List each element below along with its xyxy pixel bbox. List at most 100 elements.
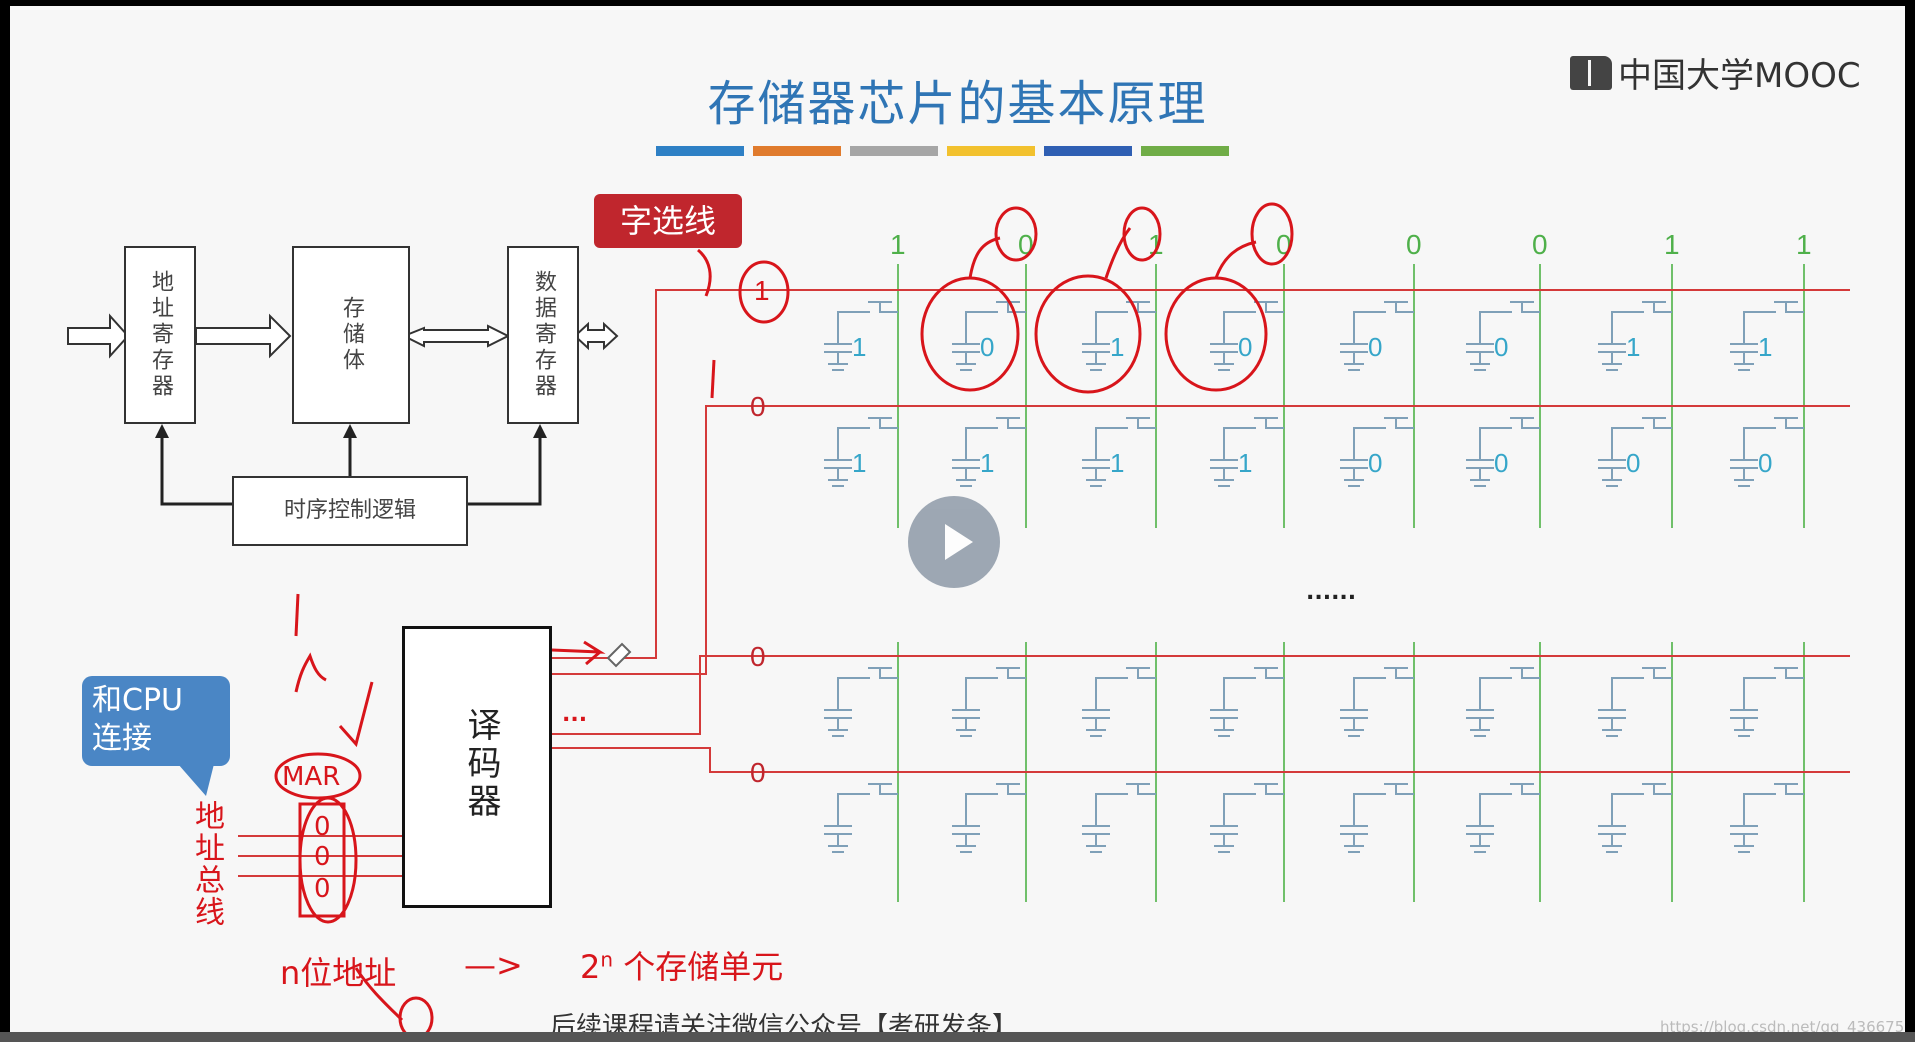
cell-transistor <box>1611 418 1672 460</box>
cell-transistor <box>1479 302 1540 344</box>
cell-transistor <box>965 784 1026 826</box>
column-label: 0 <box>1406 229 1422 260</box>
cell-transistor <box>965 302 1026 344</box>
cell-capacitor <box>1210 709 1238 737</box>
cpu-tag-pointer <box>178 764 214 796</box>
cell-capacitor <box>1210 459 1238 487</box>
mar-register-box <box>298 802 346 918</box>
cell-capacitor <box>952 825 980 853</box>
storage-units-suffix: 个存储单元 <box>613 948 784 986</box>
memory-cell <box>1598 667 1672 737</box>
memory-cell: 0 <box>1598 417 1672 487</box>
cpu-connect-line1: 和CPU <box>92 683 183 718</box>
word-line-tag: 字选线 <box>594 194 742 248</box>
cell-transistor <box>1743 418 1804 460</box>
memory-cell <box>824 783 898 853</box>
decoder-block: 译码器 <box>402 626 552 908</box>
cell-bit-value: 0 <box>1238 332 1252 362</box>
memory-cell <box>1730 667 1804 737</box>
arrow-label: —> <box>464 946 523 984</box>
word-line-value: 0 <box>750 757 766 788</box>
word-line-value: 0 <box>750 641 766 672</box>
address-bus-label: 地址总线 <box>189 800 224 928</box>
cell-capacitor <box>1340 825 1368 853</box>
color-bar-segment <box>850 146 938 156</box>
decoder-label: 译码器 <box>461 707 501 821</box>
cell-capacitor <box>824 709 852 737</box>
cell-transistor <box>1611 784 1672 826</box>
cell-capacitor <box>952 709 980 737</box>
cell-bit-value: 1 <box>852 332 866 362</box>
cell-transistor <box>837 418 898 460</box>
cell-transistor <box>1479 418 1540 460</box>
cell-bit-value: 0 <box>1494 448 1508 478</box>
cell-capacitor <box>1082 709 1110 737</box>
memory-cell: 1 <box>1210 417 1284 487</box>
cell-transistor <box>965 668 1026 710</box>
cpu-connect-line2: 连接 <box>92 721 152 756</box>
play-button[interactable] <box>908 496 1000 588</box>
cell-capacitor <box>1598 343 1626 371</box>
cell-capacitor <box>1340 709 1368 737</box>
decoder-output-dots: ... <box>562 702 588 727</box>
cell-capacitor <box>1598 825 1626 853</box>
cell-bit-value: 0 <box>980 332 994 362</box>
word-line-value: 1 <box>754 275 770 306</box>
column-label: 0 <box>1532 229 1548 260</box>
memory-cell: 1 <box>824 301 898 371</box>
storage-label: 存储体 <box>339 296 364 374</box>
cell-transistor <box>1353 784 1414 826</box>
memory-cell: 0 <box>952 301 1026 371</box>
cell-capacitor <box>824 343 852 371</box>
memory-cell: 1 <box>1082 417 1156 487</box>
lecture-slide: 存储器芯片的基本原理 中国大学MOOC <box>10 6 1905 1032</box>
cell-bit-value: 1 <box>1110 332 1124 362</box>
memory-cell: 1 <box>1598 301 1672 371</box>
cell-transistor <box>1743 302 1804 344</box>
memory-cell <box>1730 783 1804 853</box>
watermark-text: https://blog.csdn.net/qq_43667537 <box>1660 1018 1905 1032</box>
mar-label: MAR <box>282 762 341 792</box>
memory-cell: 0 <box>1340 417 1414 487</box>
footer-text: 后续课程请关注微信公众号【考研发条】 <box>550 1012 1019 1032</box>
cell-capacitor <box>1730 343 1758 371</box>
cell-capacitor <box>1082 825 1110 853</box>
cell-bit-value: 1 <box>1626 332 1640 362</box>
column-label: 1 <box>1796 229 1812 260</box>
cell-capacitor <box>1466 343 1494 371</box>
cell-bit-value: 1 <box>1238 448 1252 478</box>
mooc-logo: 中国大学MOOC <box>1570 48 1861 97</box>
data-register-label: 数据寄存器 <box>531 270 556 400</box>
memory-cell: 0 <box>1730 417 1804 487</box>
cell-transistor <box>1743 668 1804 710</box>
memory-cell <box>1210 667 1284 737</box>
n-bit-address-label: n位地址 <box>280 954 397 992</box>
memory-cell: 1 <box>824 417 898 487</box>
cell-bit-value: 1 <box>1758 332 1772 362</box>
cell-transistor <box>1223 418 1284 460</box>
cell-capacitor <box>1340 459 1368 487</box>
cell-capacitor <box>1466 709 1494 737</box>
memory-cell <box>1210 783 1284 853</box>
cell-bit-value: 1 <box>1110 448 1124 478</box>
cell-transistor <box>1479 784 1540 826</box>
cell-transistor <box>1223 784 1284 826</box>
cell-capacitor <box>1082 343 1110 371</box>
memory-cell <box>1082 783 1156 853</box>
cell-bit-value: 0 <box>1368 332 1382 362</box>
mar-bit-1: 0 <box>314 842 331 872</box>
cell-capacitor <box>824 459 852 487</box>
cell-transistor <box>1095 784 1156 826</box>
memory-cell: 0 <box>1340 301 1414 371</box>
cell-transistor <box>1353 302 1414 344</box>
storage-block: 存储体 <box>292 246 410 424</box>
title-color-bar <box>656 146 1229 156</box>
player-progress-bar[interactable] <box>0 1032 1915 1042</box>
mar-bit-2: 0 <box>314 874 331 904</box>
cell-transistor <box>1095 302 1156 344</box>
memory-cell <box>1466 783 1540 853</box>
cell-transistor <box>1479 668 1540 710</box>
cell-capacitor <box>1466 459 1494 487</box>
book-logo-icon <box>1570 55 1612 90</box>
